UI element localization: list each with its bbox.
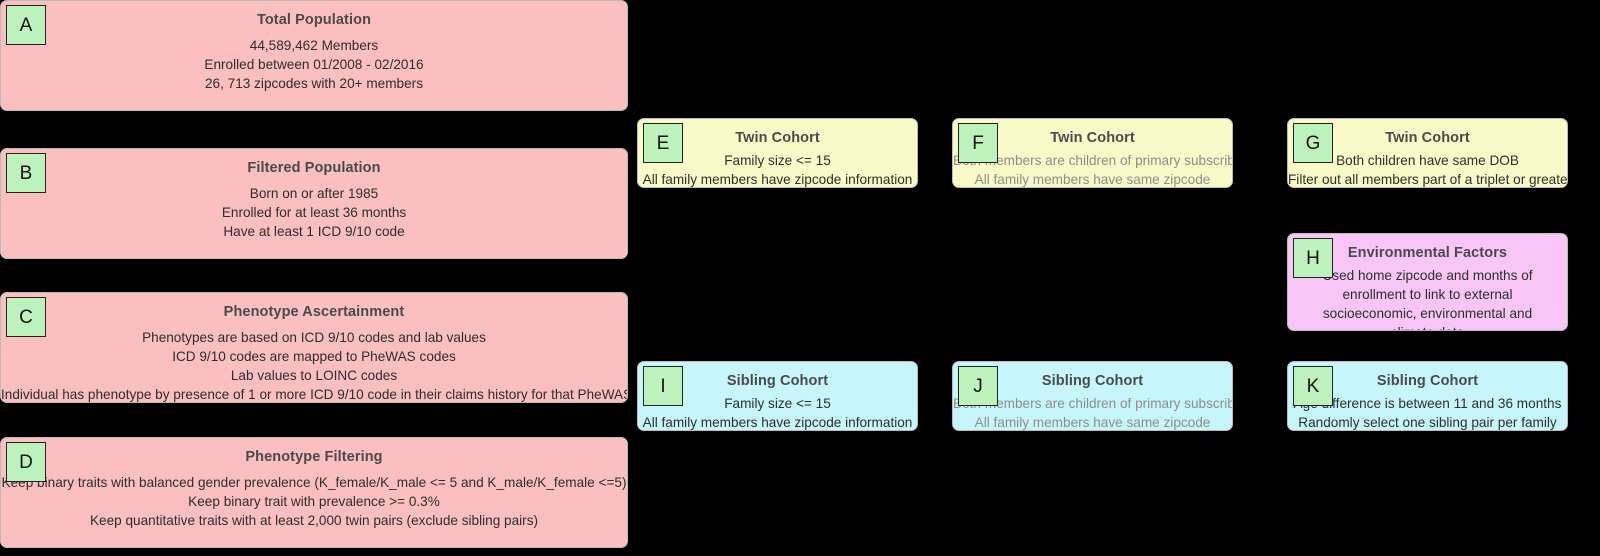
node-body-line: Family size <= 15 bbox=[724, 153, 831, 168]
node-body-line: All family members have same zipcode bbox=[974, 415, 1211, 430]
node-body-line: 26, 713 zipcodes with 20+ members bbox=[205, 76, 423, 91]
node-body: Family size <= 15 All family members have… bbox=[638, 394, 917, 430]
node-body: Both members are children of primary sub… bbox=[953, 151, 1233, 187]
node-body-line: Keep binary traits with balanced gender … bbox=[1, 475, 627, 490]
node-badge-b: B bbox=[6, 153, 46, 193]
node-body: Used home zipcode and months of enrollme… bbox=[1288, 266, 1567, 330]
node-badge-f: F bbox=[958, 123, 998, 163]
node-body: Phenotypes are based on ICD 9/10 codes a… bbox=[1, 328, 628, 402]
node-badge-c: C bbox=[6, 297, 46, 337]
node-body-line: Enrolled for at least 36 months bbox=[221, 205, 407, 220]
node-body-line: All family members have zipcode informat… bbox=[642, 415, 913, 430]
node-badge-k: K bbox=[1293, 366, 1333, 406]
node-body-line: Randomly select one sibling pair per fam… bbox=[1298, 415, 1557, 430]
node-body-line: All family members have same zipcode bbox=[974, 172, 1211, 187]
node-body-line: 44,589,462 Members bbox=[249, 38, 379, 53]
node-title: Sibling Cohort bbox=[726, 373, 829, 389]
node-body-line: Filter out all members part of a triplet… bbox=[1288, 172, 1568, 187]
node-body-line: Enrolled between 01/2008 - 02/2016 bbox=[204, 57, 424, 72]
node-body-line: All family members have zipcode informat… bbox=[642, 172, 913, 187]
node-title: Environmental Factors bbox=[1347, 245, 1508, 261]
node-body-line: Individual has phenotype by presence of … bbox=[1, 387, 628, 402]
node-title: Sibling Cohort bbox=[1041, 373, 1144, 389]
node-badge-h: H bbox=[1293, 238, 1333, 278]
node-body-line: Born on or after 1985 bbox=[249, 186, 379, 201]
node-title: Twin Cohort bbox=[1385, 130, 1470, 146]
node-badge-a: A bbox=[6, 5, 46, 45]
node-body: Keep binary traits with balanced gender … bbox=[1, 473, 627, 530]
node-body-line: ICD 9/10 codes are mapped to PheWAS code… bbox=[172, 349, 456, 364]
node-title: Twin Cohort bbox=[1050, 130, 1135, 146]
node-body-line: Both members are children of primary sub… bbox=[953, 153, 1233, 168]
node-badge-i: I bbox=[643, 366, 683, 406]
node-title: Sibling Cohort bbox=[1376, 373, 1479, 389]
node-body-line: Lab values to LOINC codes bbox=[230, 368, 398, 383]
node-badge-e: E bbox=[643, 123, 683, 163]
node-body-line: Keep quantitative traits with at least 2… bbox=[89, 513, 539, 528]
node-body: Both children have same DOB Filter out al… bbox=[1288, 151, 1568, 187]
node-body-line: Keep binary trait with prevalence >= 0.3… bbox=[188, 494, 440, 509]
node-title: Total Population bbox=[256, 12, 372, 28]
node-body-line: Age difference is between 11 and 36 mont… bbox=[1293, 396, 1562, 411]
node-body-line: Family size <= 15 bbox=[724, 396, 831, 411]
node-body-line: Used home zipcode and months of enrollme… bbox=[1322, 268, 1533, 330]
node-title: Phenotype Ascertainment bbox=[223, 304, 405, 320]
node-body: Both members are children of primary sub… bbox=[953, 394, 1233, 430]
node-badge-g: G bbox=[1293, 123, 1333, 163]
node-title: Filtered Population bbox=[247, 160, 381, 176]
node-body-line: Phenotypes are based on ICD 9/10 codes a… bbox=[142, 330, 486, 345]
node-body-line: Both children have same DOB bbox=[1336, 153, 1519, 168]
node-badge-d: D bbox=[6, 442, 46, 482]
node-body-line: Both members are children of primary sub… bbox=[953, 396, 1233, 411]
node-body: Age difference is between 11 and 36 mont… bbox=[1288, 394, 1567, 430]
node-title: Phenotype Filtering bbox=[245, 449, 383, 465]
node-body: Family size <= 15 All family members have… bbox=[638, 151, 917, 187]
node-badge-j: J bbox=[958, 366, 998, 406]
node-body-line: Have at least 1 ICD 9/10 code bbox=[223, 224, 405, 239]
node-title: Twin Cohort bbox=[735, 130, 820, 146]
